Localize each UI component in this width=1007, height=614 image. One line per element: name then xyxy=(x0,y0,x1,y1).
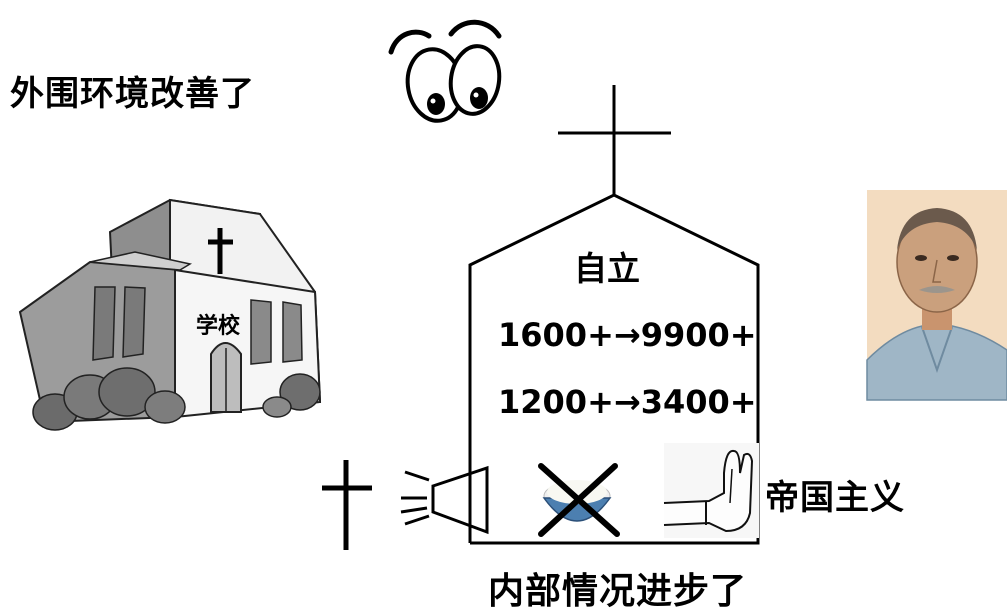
megaphone-icon xyxy=(400,465,489,535)
stat-churches: 1600+→9900+ xyxy=(498,316,757,354)
church-title: 自立 xyxy=(574,249,640,288)
church-outline xyxy=(468,85,760,545)
stop-hand-icon xyxy=(663,443,759,538)
cross-icon xyxy=(322,460,372,550)
rice-bowl-icon xyxy=(538,463,620,537)
school-label: 学校 xyxy=(196,314,241,339)
stat-members: 1200+→3400+ xyxy=(498,383,757,421)
top-caption: 外围环境改善了 xyxy=(10,74,255,114)
eyes-icon xyxy=(388,19,502,123)
school-building-icon xyxy=(18,198,322,431)
portrait-photo xyxy=(866,190,1007,401)
imperialism-label: 帝国主义 xyxy=(765,478,905,518)
bottom-caption: 内部情况进步了 xyxy=(488,571,748,612)
